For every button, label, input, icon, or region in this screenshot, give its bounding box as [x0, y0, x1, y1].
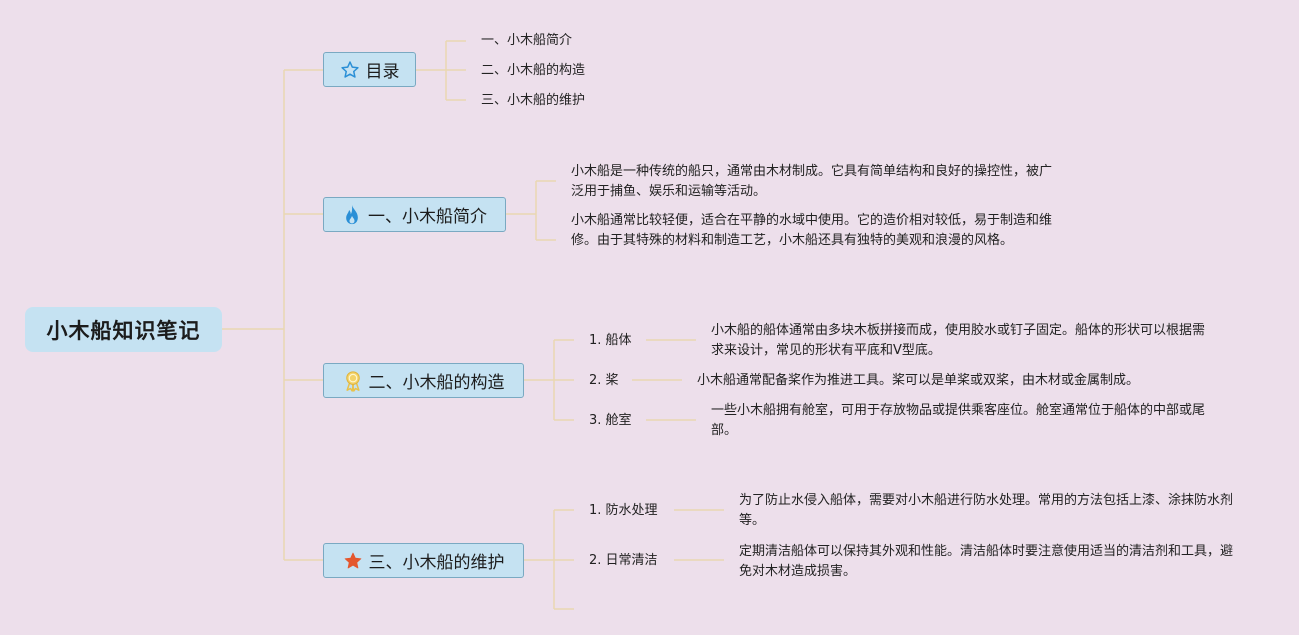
maintenance-desc-waterproof[interactable]: 为了防止水侵入船体，需要对小木船进行防水处理。常用的方法包括上漆、涂抹防水剂等。: [739, 493, 1234, 528]
structure-desc-oar[interactable]: 小木船通常配备桨作为推进工具。桨可以是单桨或双桨，由木材或金属制成。: [697, 373, 1140, 388]
structure-label-oar[interactable]: 2. 桨: [589, 373, 619, 388]
intro-paragraph-2[interactable]: 小木船通常比较轻便，适合在平静的水域中使用。它的造价相对较低，易于制造和维修。由…: [571, 213, 1053, 248]
maintenance-desc-cleaning[interactable]: 定期清洁船体可以保持其外观和性能。清洁船体时要注意使用适当的清洁剂和工具，避免对…: [739, 544, 1234, 579]
flame-icon: [346, 204, 358, 224]
structure-label-cabin[interactable]: 3. 舱室: [589, 413, 632, 428]
topic-toc[interactable]: 目录: [323, 52, 416, 87]
star-outline-icon: [340, 60, 359, 78]
topic-maintenance[interactable]: 三、小木船的维护: [323, 543, 524, 578]
maintenance-label-cleaning[interactable]: 2. 日常清洁: [589, 553, 658, 568]
structure-desc-cabin[interactable]: 一些小木船拥有舱室，可用于存放物品或提供乘客座位。舱室通常位于船体的中部或尾部。: [711, 403, 1206, 438]
structure-desc-hull[interactable]: 小木船的船体通常由多块木板拼接而成，使用胶水或钉子固定。船体的形状可以根据需求来…: [711, 323, 1206, 358]
topic-intro[interactable]: 一、小木船简介: [323, 197, 506, 232]
topic-maintenance-title: 三、小木船的维护: [368, 553, 505, 573]
topic-intro-title: 一、小木船简介: [368, 207, 487, 227]
maintenance-label-waterproof[interactable]: 1. 防水处理: [589, 503, 658, 518]
award-medal-icon: [345, 370, 360, 392]
star-filled-icon: [344, 552, 361, 568]
root-topic[interactable]: 小木船知识笔记: [25, 307, 222, 352]
root-title: 小木船知识笔记: [46, 318, 201, 343]
toc-item-2[interactable]: 二、小木船的构造: [481, 63, 586, 78]
toc-item-3[interactable]: 三、小木船的维护: [481, 93, 586, 108]
topic-structure-title: 二、小木船的构造: [368, 373, 505, 393]
structure-label-hull[interactable]: 1. 船体: [589, 333, 632, 348]
toc-item-1[interactable]: 一、小木船简介: [481, 33, 573, 48]
topic-toc-title: 目录: [365, 62, 400, 82]
topic-structure[interactable]: 二、小木船的构造: [323, 363, 524, 398]
intro-paragraph-1[interactable]: 小木船是一种传统的船只，通常由木材制成。它具有简单结构和良好的操控性，被广泛用于…: [571, 164, 1053, 199]
